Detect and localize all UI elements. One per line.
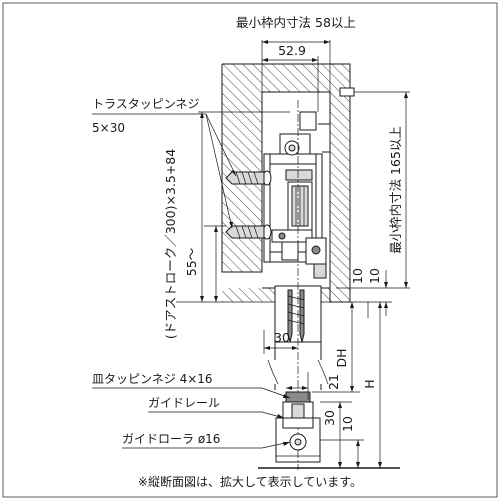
dim-55: 55～ — [184, 225, 226, 302]
callout-guide-roller: ガイドローラ ø16 — [122, 432, 291, 449]
dim-30-lower: 30 — [320, 401, 352, 468]
door-stroke-label: (ドアストローク／300)×3.5+84 — [163, 149, 178, 339]
pan-screw-head — [285, 391, 311, 403]
hanger-stem — [281, 241, 299, 261]
min-frame-height-label: 最小枠内寸法 165以上 — [388, 126, 403, 254]
top-clip — [299, 111, 317, 131]
frame-cap-icon — [339, 87, 355, 97]
d55-label: 55～ — [184, 248, 199, 276]
dim-10-upper: 10 — [350, 268, 392, 316]
d30-lower-label: 30 — [322, 410, 337, 426]
dim-10-lower: 10 — [320, 416, 364, 468]
dim-dh: DH — [312, 302, 360, 393]
hanger-nut — [313, 263, 327, 279]
truss-screw-label: トラスタッピンネジ — [92, 97, 200, 111]
callout-guide-rail: ガイドレール — [148, 396, 285, 419]
d21-label: 21 — [326, 374, 341, 390]
dim-h: H — [362, 302, 382, 468]
dim-door-stroke: (ドアストローク／300)×3.5+84 — [163, 111, 290, 339]
d10-lower-label: 10 — [340, 416, 355, 432]
lower-guide — [275, 391, 321, 463]
guide-roller-label: ガイドローラ ø16 — [122, 432, 220, 446]
h-label: H — [362, 379, 377, 388]
guide-rail-label: ガイドレール — [148, 396, 220, 410]
d30-upper-label: 30 — [274, 330, 290, 345]
roller-axle — [285, 169, 313, 181]
min-frame-width-label: 最小枠内寸法 58以上 — [236, 15, 356, 30]
dim-min-frame-width: 最小枠内寸法 58以上 — [236, 15, 356, 92]
callout-truss-screw: トラスタッピンネジ 5×30 — [92, 97, 237, 229]
dim-52-9: 52.9 — [262, 43, 319, 112]
rail-top-plate — [263, 153, 323, 165]
pan-screw-label: 皿タッピンネジ 4×16 — [92, 372, 213, 386]
dim-min-frame-height: 最小枠内寸法 165以上 — [336, 91, 410, 289]
dim-21: 21 — [286, 372, 341, 400]
width-52-9-label: 52.9 — [278, 43, 306, 58]
dim-10-right: 10 — [350, 268, 369, 318]
truss-screw-size-label: 5×30 — [92, 121, 125, 135]
dh-label: DH — [334, 348, 349, 367]
upper-rail-hanger — [262, 111, 331, 279]
footnote: ※縦断面図は、拡大して表示しています。 — [138, 474, 362, 489]
dim-30-upper: 30 — [263, 330, 298, 354]
d10-right-label: 10 — [350, 268, 365, 284]
rail-left-wall — [263, 153, 271, 263]
d10-upper-label: 10 — [367, 268, 382, 284]
callout-pan-screw: 皿タッピンネジ 4×16 — [92, 372, 291, 399]
